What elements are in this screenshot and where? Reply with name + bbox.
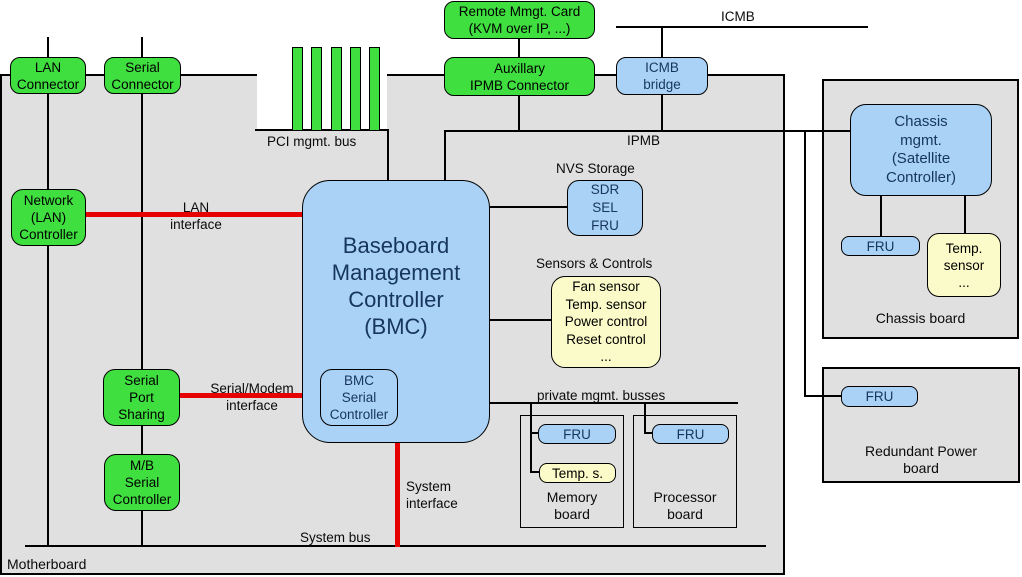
sensors-controls-label: Sensors & Controls — [536, 256, 653, 271]
pci-bus-bar — [331, 47, 342, 131]
remote-card-to-aux-line — [518, 38, 520, 58]
pci-slot-notch — [257, 72, 387, 130]
chassis-board-label: Chassis board — [875, 310, 966, 326]
pci-bus-bar — [311, 47, 322, 131]
memory-board-bus-line — [530, 402, 532, 473]
chassis-mgmt-to-fru-line — [880, 195, 882, 237]
serial-modem-interface-line — [179, 393, 321, 398]
lan-connector-down-line — [47, 93, 49, 546]
icmb-bus-line — [616, 26, 868, 28]
memory-temp-sensor-node: Temp. s. — [539, 463, 616, 483]
processor-board-box — [633, 415, 737, 528]
chassis-mgmt-node: Chassis mgmt. (Satellite Controller) — [850, 104, 992, 196]
memory-fru-stub-line — [530, 432, 540, 434]
processor-fru-node: FRU — [652, 424, 729, 444]
pci-bus-to-bmc-line — [387, 129, 389, 182]
icmb-bridge-node: ICMB bridge — [616, 57, 708, 95]
memory-board-box — [520, 415, 624, 528]
icmb-bridge-down-line — [661, 94, 663, 131]
memory-fru-node: FRU — [538, 424, 616, 444]
pci-bus-bar — [369, 47, 380, 131]
chassis-fru-node: FRU — [841, 236, 920, 256]
serial-connector-external-stub — [141, 37, 143, 58]
processor-board-bus-line — [644, 402, 646, 434]
icmb-label: ICMB — [721, 9, 755, 24]
icmb-bridge-up-line — [661, 26, 663, 58]
ipmb-bus-line — [445, 130, 850, 132]
aux-to-ipmb-line — [518, 95, 520, 131]
redundant-fru-stub-line — [804, 395, 842, 397]
pci-mgmt-bus-label: PCI mgmt. bus — [267, 134, 357, 149]
nvs-storage-node: SDR SEL FRU — [567, 180, 643, 236]
lan-interface-line — [86, 212, 303, 217]
serial-connector-node: Serial Connector — [104, 57, 181, 94]
aux-ipmb-connector-node: Auxillary IPMB Connector — [444, 57, 595, 96]
sensors-controls-node: Fan sensor Temp. sensor Power control Re… — [551, 276, 661, 368]
serial-connector-down-line — [141, 93, 143, 546]
bmc-to-sensors-line — [489, 319, 552, 321]
lan-interface-label: LAN interface — [170, 200, 222, 232]
chassis-mgmt-to-temp-line — [964, 195, 966, 235]
serial-port-sharing-node: Serial Port Sharing — [103, 369, 180, 426]
redundant-fru-node: FRU — [841, 386, 918, 407]
bmc-to-nvs-line — [489, 206, 568, 208]
ipmb-to-bmc-line — [444, 130, 446, 182]
ipmb-to-redundant-line — [804, 130, 806, 397]
system-interface-label: System interface — [406, 479, 458, 511]
system-bus-label: System bus — [300, 530, 371, 545]
motherboard-label: Motherboard — [7, 556, 87, 572]
processor-fru-stub-line — [644, 432, 654, 434]
system-interface-line — [395, 442, 400, 547]
ipmb-label: IPMB — [627, 133, 661, 148]
serial-modem-interface-label: Serial/Modem interface — [210, 381, 294, 413]
pci-bus-bracket-line — [255, 129, 389, 131]
mb-serial-controller-node: M/B Serial Controller — [104, 454, 180, 511]
memory-temp-stub-line — [530, 471, 540, 473]
network-lan-controller-node: Network (LAN) Controller — [11, 189, 86, 246]
pci-bus-bar — [292, 47, 303, 131]
chassis-temp-sensor-node: Temp. sensor ... — [927, 233, 1001, 297]
nvs-storage-label: NVS Storage — [556, 161, 635, 176]
lan-connector-external-stub — [47, 37, 49, 58]
lan-connector-node: LAN Connector — [10, 57, 86, 94]
private-mgmt-busses-line — [489, 402, 738, 404]
pci-bus-bar — [350, 47, 361, 131]
processor-board-label: Processor board — [653, 489, 717, 522]
remote-mgmt-card-node: Remote Mmgt. Card (KVM over IP, ...) — [444, 1, 595, 39]
redundant-power-board-label: Redundant Power board — [864, 443, 978, 476]
bmc-serial-controller-node: BMC Serial Controller — [320, 369, 398, 426]
memory-board-label: Memory board — [546, 489, 598, 522]
private-mgmt-busses-label: private mgmt. busses — [537, 388, 666, 403]
